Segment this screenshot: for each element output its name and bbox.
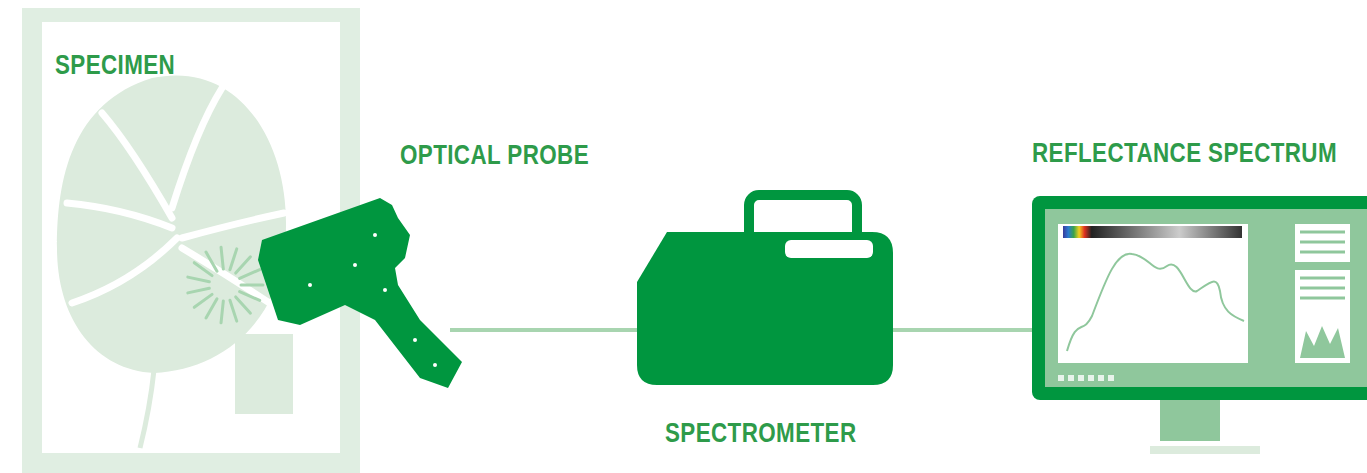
node-label: REFLECTANCE SPECTRUM xyxy=(1032,138,1337,168)
plot-area xyxy=(1058,224,1248,363)
probe-body xyxy=(258,198,462,388)
burst-ray xyxy=(194,294,212,307)
burst-ray xyxy=(236,257,251,273)
burst-ray xyxy=(221,301,223,323)
case-slot xyxy=(785,240,873,258)
node-label: OPTICAL PROBE xyxy=(400,140,589,170)
node-label: SPECTROMETER xyxy=(665,418,856,448)
side-chart xyxy=(1295,270,1350,363)
burst-ray xyxy=(188,277,210,282)
monitor-screen xyxy=(1032,196,1367,456)
reflectance-curve xyxy=(1067,254,1244,351)
burst-ray xyxy=(241,284,263,287)
probe-gun-symbol xyxy=(255,190,450,390)
monitor-node: REFLECTANCE SPECTRUM xyxy=(1032,196,1367,400)
cable-connector xyxy=(450,328,637,332)
burst-ray xyxy=(206,252,217,271)
burst-ray xyxy=(188,288,210,293)
burst-ray xyxy=(221,247,223,269)
side-chart-lines xyxy=(1300,278,1345,298)
burst-ray xyxy=(240,292,260,301)
node-label: SPECIMEN xyxy=(55,50,175,80)
burst-ray xyxy=(230,300,237,321)
spectrum-bar xyxy=(1063,226,1242,238)
light-burst xyxy=(188,247,263,323)
monitor-stand-neck xyxy=(1160,396,1220,441)
leaf-stem xyxy=(140,370,154,448)
side-panel-lines xyxy=(1300,232,1345,252)
probe-node: OPTICAL PROBE xyxy=(255,190,450,390)
spectrometer-node: SPECTROMETER xyxy=(637,190,893,385)
probe-screws xyxy=(308,233,437,367)
monitor-stand-base xyxy=(1150,446,1260,454)
side-chart-peaks xyxy=(1300,326,1345,358)
case-body xyxy=(637,232,893,385)
monitor-inner xyxy=(1045,209,1367,387)
specimen-label-patch xyxy=(235,334,293,414)
burst-ray xyxy=(194,263,212,276)
burst-ray xyxy=(230,249,237,270)
monitor-frame xyxy=(1032,196,1367,400)
spectrometer-case xyxy=(637,190,893,385)
burst-ray xyxy=(236,297,251,313)
leaf-shape xyxy=(57,75,286,373)
cable-connector xyxy=(893,328,1032,332)
side-panel xyxy=(1295,224,1350,262)
burst-ray xyxy=(206,299,217,318)
screen-buttons xyxy=(1058,375,1114,381)
burst-ray xyxy=(240,270,260,279)
leaf-slits xyxy=(67,88,284,308)
